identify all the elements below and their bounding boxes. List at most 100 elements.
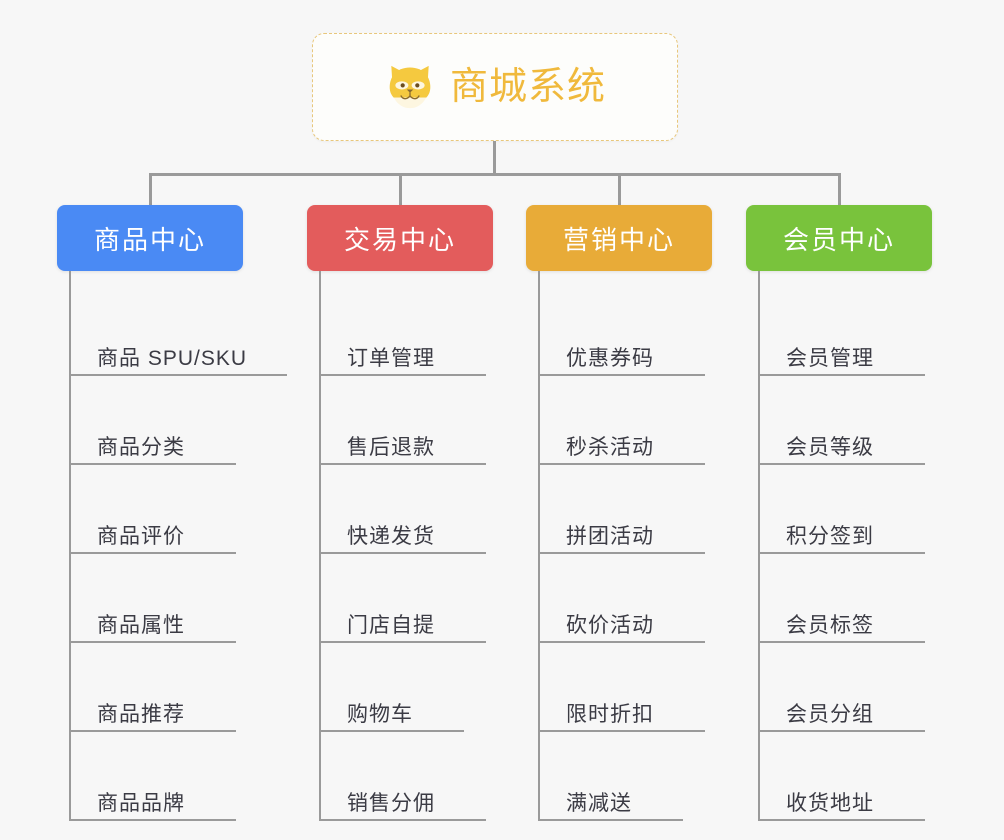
leaf-item-label: 购物车 [347,702,413,726]
leaf-item-label: 商品品牌 [97,791,185,815]
leaf-item-label: 会员管理 [786,346,874,370]
leaf-item[interactable]: 商品推荐 [69,643,243,732]
leaf-list-product-center: 商品 SPU/SKU 商品分类商品评价商品属性商品推荐商品品牌 [69,271,287,821]
leaf-item[interactable]: 会员等级 [758,376,932,465]
leaf-item-label: 秒杀活动 [566,435,654,459]
leaf-item-label: 收货地址 [786,791,874,815]
leaf-underline [69,641,236,643]
leaf-item[interactable]: 商品评价 [69,465,243,554]
category-column-marketing-center: 营销中心优惠券码秒杀活动拼团活动砍价活动限时折扣满减送 [526,205,712,837]
connector-drop-member-center [838,173,841,207]
shiba-dog-icon [389,65,431,109]
leaf-underline [758,374,925,376]
category-box-marketing-center[interactable]: 营销中心 [526,205,712,271]
leaf-item-label: 销售分佣 [347,791,435,815]
leaf-item-label: 会员标签 [786,613,874,637]
leaf-item[interactable]: 限时折扣 [538,643,712,732]
category-box-trade-center[interactable]: 交易中心 [307,205,493,271]
leaf-item-label: 砍价活动 [566,613,654,637]
leaf-item[interactable]: 优惠券码 [538,287,712,376]
leaf-underline [538,730,705,732]
leaf-item-label: 商品属性 [97,613,185,637]
category-label: 商品中心 [93,224,206,255]
leaf-underline [758,819,925,821]
category-column-product-center: 商品中心商品 SPU/SKU 商品分类商品评价商品属性商品推荐商品品牌 [57,205,287,837]
leaf-list-trade-center: 订单管理售后退款快递发货门店自提购物车销售分佣 [319,271,493,821]
category-label: 营销中心 [562,224,675,255]
leaf-item[interactable]: 会员标签 [758,554,932,643]
leaf-item[interactable]: 销售分佣 [319,732,493,821]
leaf-underline [319,552,486,554]
connector-drop-product-center [149,173,152,207]
leaf-underline [69,374,287,376]
category-column-trade-center: 交易中心订单管理售后退款快递发货门店自提购物车销售分佣 [307,205,493,837]
root-node-shop-system[interactable]: 商城系统 [312,33,678,141]
leaf-item[interactable]: 商品属性 [69,554,243,643]
leaf-item-label: 商品评价 [97,524,185,548]
leaf-item[interactable]: 订单管理 [319,287,493,376]
leaf-underline [69,552,236,554]
connector-root-stem [493,141,496,175]
leaf-item-label: 门店自提 [347,613,435,637]
leaf-item[interactable]: 商品分类 [69,376,243,465]
leaf-underline [538,819,683,821]
leaf-item-label: 快递发货 [347,524,435,548]
category-label: 会员中心 [782,224,895,255]
connector-horizontal-bus [150,173,840,176]
leaf-underline [758,552,925,554]
leaf-underline [69,819,236,821]
leaf-item-label: 订单管理 [347,346,435,370]
leaf-item[interactable]: 拼团活动 [538,465,712,554]
leaf-item[interactable]: 积分签到 [758,465,932,554]
leaf-item[interactable]: 秒杀活动 [538,376,712,465]
leaf-underline [538,641,705,643]
leaf-underline [69,463,236,465]
leaf-item[interactable]: 会员管理 [758,287,932,376]
leaf-item-label: 满减送 [566,791,632,815]
category-box-member-center[interactable]: 会员中心 [746,205,932,271]
leaf-item[interactable]: 砍价活动 [538,554,712,643]
leaf-item[interactable]: 售后退款 [319,376,493,465]
leaf-item-label: 商品推荐 [97,702,185,726]
root-title: 商城系统 [449,66,606,108]
leaf-item[interactable]: 商品 SPU/SKU [69,287,287,376]
leaf-underline [69,730,236,732]
leaf-spine-product-center [69,271,71,821]
leaf-underline [538,374,705,376]
leaf-item[interactable]: 购物车 [319,643,493,732]
leaf-underline [538,463,705,465]
connector-drop-trade-center [399,173,402,207]
leaf-item[interactable]: 快递发货 [319,465,493,554]
leaf-underline [538,552,705,554]
leaf-list-marketing-center: 优惠券码秒杀活动拼团活动砍价活动限时折扣满减送 [538,271,712,821]
leaf-item[interactable]: 商品品牌 [69,732,243,821]
connector-drop-marketing-center [618,173,621,207]
leaf-item-label: 拼团活动 [566,524,654,548]
leaf-underline [319,819,486,821]
leaf-item-label: 售后退款 [347,435,435,459]
category-box-product-center[interactable]: 商品中心 [57,205,243,271]
leaf-item-label: 会员分组 [786,702,874,726]
leaf-underline [758,730,925,732]
leaf-underline [319,730,464,732]
leaf-spine-trade-center [319,271,321,821]
leaf-item-label: 积分签到 [786,524,874,548]
category-column-member-center: 会员中心会员管理会员等级积分签到会员标签会员分组收货地址 [746,205,932,837]
leaf-spine-marketing-center [538,271,540,821]
category-label: 交易中心 [343,224,456,255]
leaf-item[interactable]: 会员分组 [758,643,932,732]
leaf-item-label: 限时折扣 [566,702,654,726]
leaf-underline [319,463,486,465]
leaf-item-label: 优惠券码 [566,346,654,370]
leaf-item-label: 商品分类 [97,435,185,459]
leaf-item[interactable]: 满减送 [538,732,712,821]
leaf-item[interactable]: 门店自提 [319,554,493,643]
leaf-underline [319,374,486,376]
leaf-underline [758,641,925,643]
leaf-item-label: 会员等级 [786,435,874,459]
leaf-underline [319,641,486,643]
leaf-item[interactable]: 收货地址 [758,732,932,821]
leaf-spine-member-center [758,271,760,821]
leaf-underline [758,463,925,465]
